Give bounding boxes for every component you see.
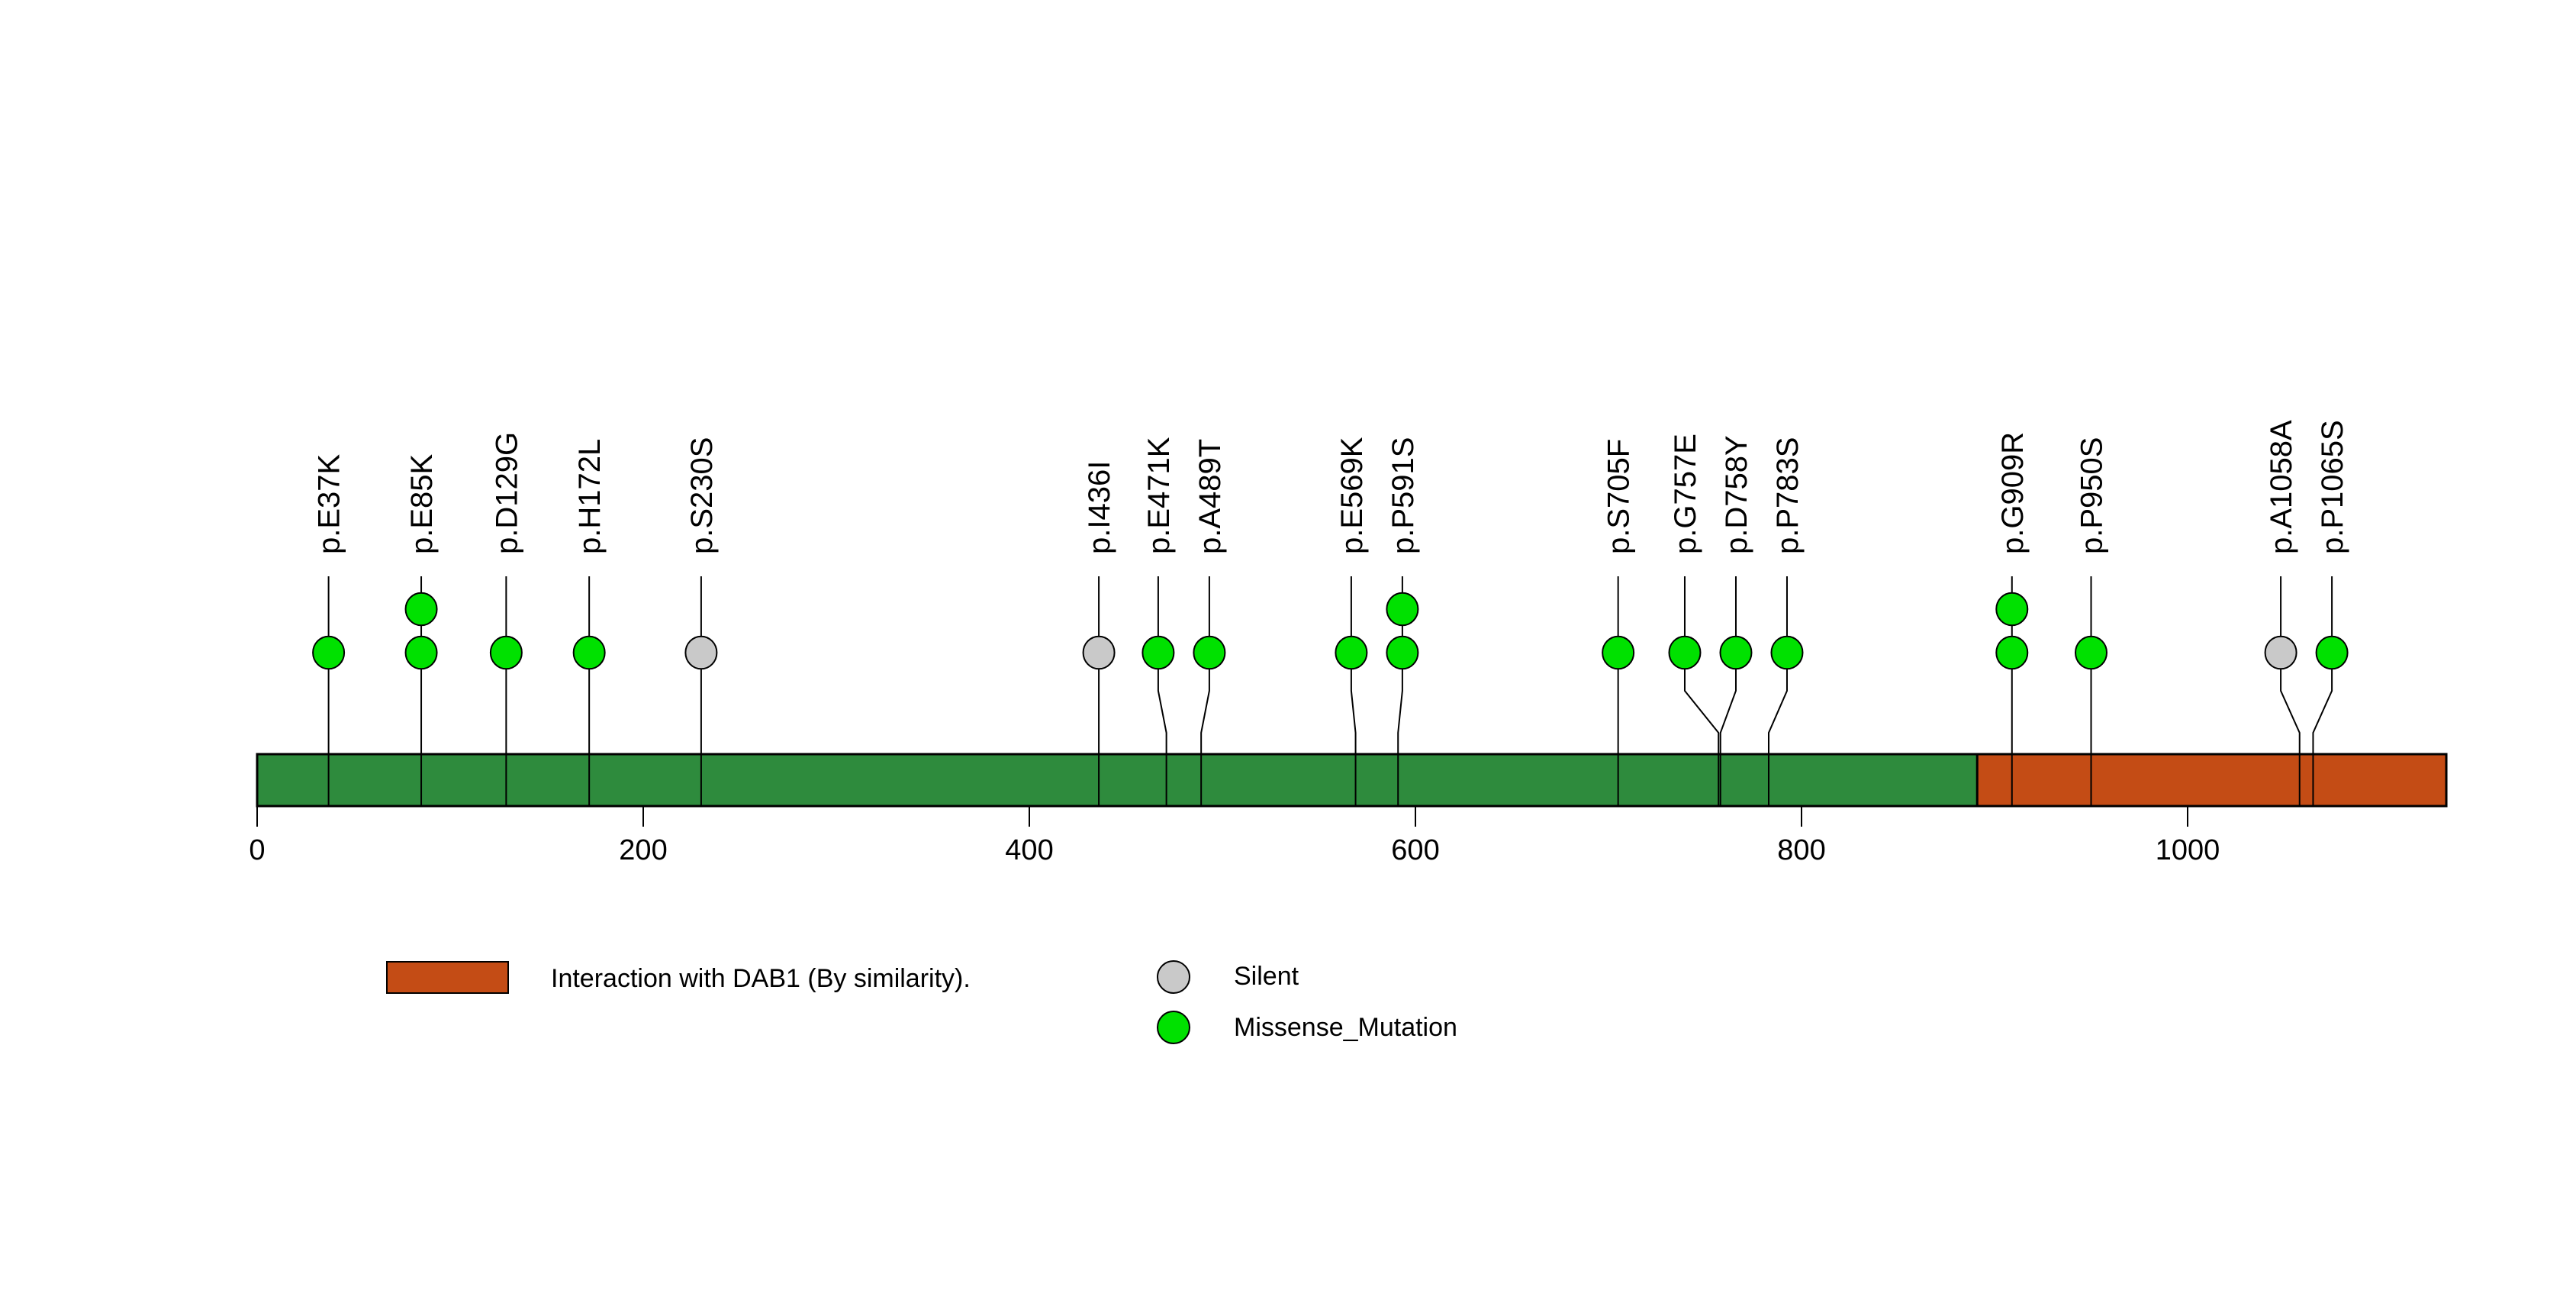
mutation-circle[interactable] [1995, 635, 2029, 670]
mutation-label: p.E569K [1335, 437, 1369, 554]
legend: Interaction with DAB1 (By similarity). S… [386, 960, 1457, 1044]
legend-missense-label: Missense_Mutation [1234, 1013, 1457, 1042]
mutation-circle[interactable] [404, 592, 438, 627]
axis-tick-label: 400 [1005, 834, 1053, 866]
mutation-label: p.D129G [490, 432, 523, 554]
mutation-circle[interactable] [312, 635, 346, 670]
legend-silent-swatch [1157, 960, 1190, 994]
mutation-label: p.G757E [1669, 434, 1702, 554]
mutation-circle[interactable] [684, 635, 718, 670]
mutation-label: p.E37K [313, 453, 346, 554]
mutation-stem [1683, 576, 1720, 806]
mutation-circle[interactable] [1386, 592, 1419, 627]
axis-tick-label: 200 [619, 834, 667, 866]
mutation-stem [1200, 576, 1210, 806]
mutation-label: p.D758Y [1720, 435, 1753, 554]
mutation-label: p.A489T [1193, 439, 1227, 554]
mutation-stem [1157, 576, 1167, 806]
mutation-label: p.P591S [1386, 437, 1420, 554]
mutation-label: p.I436I [1083, 461, 1116, 554]
mutation-stem [1397, 576, 1403, 806]
mutation-circle[interactable] [489, 635, 523, 670]
axis-tick-label: 1000 [2156, 834, 2220, 866]
axis-tick-label: 600 [1391, 834, 1439, 866]
axis-tick-label: 800 [1777, 834, 1825, 866]
mutation-label: p.S705F [1602, 439, 1636, 554]
mutation-circle[interactable] [572, 635, 606, 670]
mutation-label: p.P783S [1771, 437, 1805, 554]
mutation-circle[interactable] [2075, 635, 2107, 670]
mutation-stem [2312, 576, 2333, 806]
mutation-label: p.P1065S [2316, 420, 2349, 554]
mutation-circle[interactable] [1602, 635, 1635, 670]
mutation-stem [1350, 576, 1357, 806]
mutation-circle[interactable] [2264, 635, 2297, 670]
mutation-circle[interactable] [1082, 635, 1116, 670]
mutation-label: p.E85K [405, 453, 439, 554]
mutation-circle[interactable] [1719, 635, 1753, 670]
mutation-circle[interactable] [1995, 592, 2029, 627]
mutation-circle[interactable] [1141, 635, 1175, 670]
mutation-circle[interactable] [1770, 635, 1804, 670]
domain-region [1975, 753, 2448, 808]
mutation-circle[interactable] [1193, 635, 1226, 670]
mutation-label: p.S230S [685, 437, 719, 554]
mutation-circle[interactable] [1386, 635, 1419, 670]
mutation-circle[interactable] [1335, 635, 1368, 670]
mutation-stem [2280, 576, 2301, 806]
mutation-label: p.H172L [573, 439, 607, 554]
legend-domain-label: Interaction with DAB1 (By similarity). [551, 964, 971, 993]
legend-domain-swatch [386, 961, 509, 994]
mutation-label: p.A1058A [2265, 420, 2298, 554]
mutation-stem [1767, 576, 1788, 806]
legend-missense-swatch [1157, 1011, 1190, 1044]
axis-tick-label: 0 [249, 834, 265, 866]
mutation-label: p.E471K [1142, 437, 1176, 554]
mutation-label: p.G909R [1996, 432, 2030, 554]
mutation-circle[interactable] [1668, 635, 1702, 670]
legend-silent-label: Silent [1234, 962, 1299, 991]
mutation-label: p.P950S [2075, 437, 2109, 554]
mutation-circle[interactable] [2315, 635, 2349, 670]
mutation-circle[interactable] [404, 635, 438, 670]
mutation-stem [1719, 576, 1737, 806]
